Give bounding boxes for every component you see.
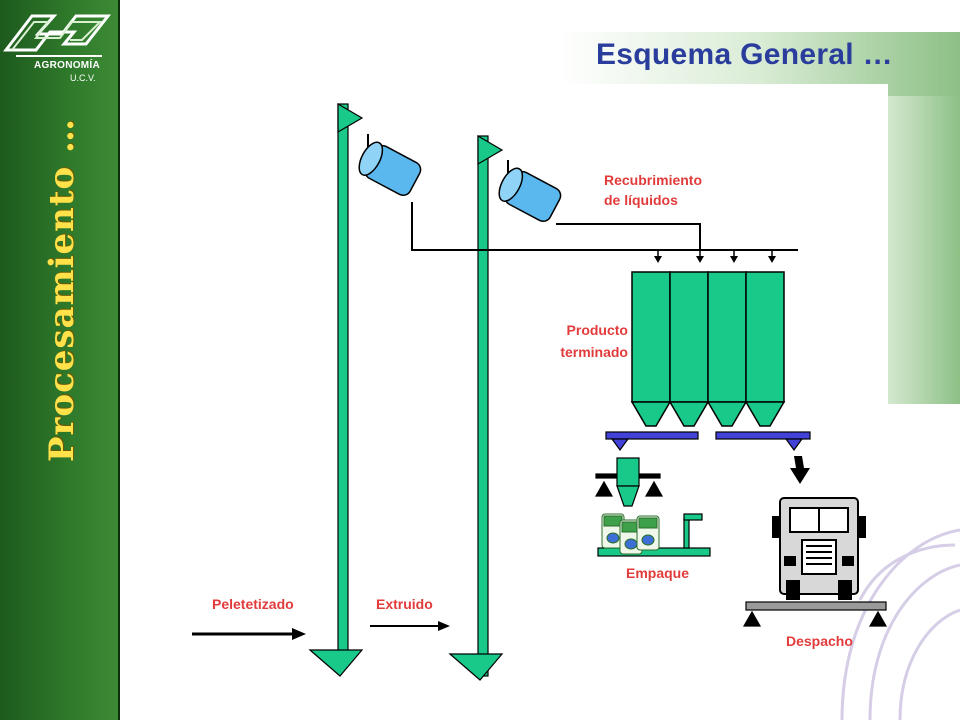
org-name: AGRONOMÍA — [34, 60, 101, 71]
org-subtitle: U.C.V. — [70, 73, 96, 83]
finished-product-silos — [630, 271, 786, 427]
discharge-hoppers — [605, 431, 811, 452]
extruido-arrow-icon — [370, 621, 450, 631]
coating-feed-pipe — [556, 223, 701, 250]
bucket-elevator-2 — [448, 134, 504, 681]
truck-scale-icon — [742, 601, 888, 627]
truck-icon — [772, 497, 866, 600]
label-empaque: Empaque — [626, 565, 689, 581]
label-extruido: Extruido — [376, 596, 433, 612]
decorative-band — [888, 96, 960, 404]
agronomia-logo-icon — [2, 14, 112, 57]
watermark-icon — [840, 528, 960, 720]
label-despacho: Despacho — [786, 633, 853, 649]
label-producto: Producto — [567, 322, 628, 338]
feed-bags-icon — [601, 513, 660, 555]
label-terminado: terminado — [560, 344, 628, 360]
dryer-1-icon — [358, 141, 422, 197]
dispatch-arrow-icon — [790, 456, 810, 484]
label-liquidos: de líquidos — [604, 192, 678, 208]
page-title: Esquema General … — [596, 38, 893, 71]
packing-hopper — [594, 457, 664, 507]
sidebar: AGRONOMÍA U.C.V. Procesamiento … — [0, 0, 120, 720]
coating-pipe — [411, 202, 798, 251]
dryer-2-icon — [498, 167, 562, 223]
coating-arrows-icon — [654, 244, 776, 263]
bucket-elevator-1 — [308, 102, 364, 677]
peletetizado-arrow-icon — [192, 628, 306, 640]
label-peletetizado: Peletetizado — [212, 596, 294, 612]
label-recubrimiento: Recubrimiento — [604, 172, 702, 188]
